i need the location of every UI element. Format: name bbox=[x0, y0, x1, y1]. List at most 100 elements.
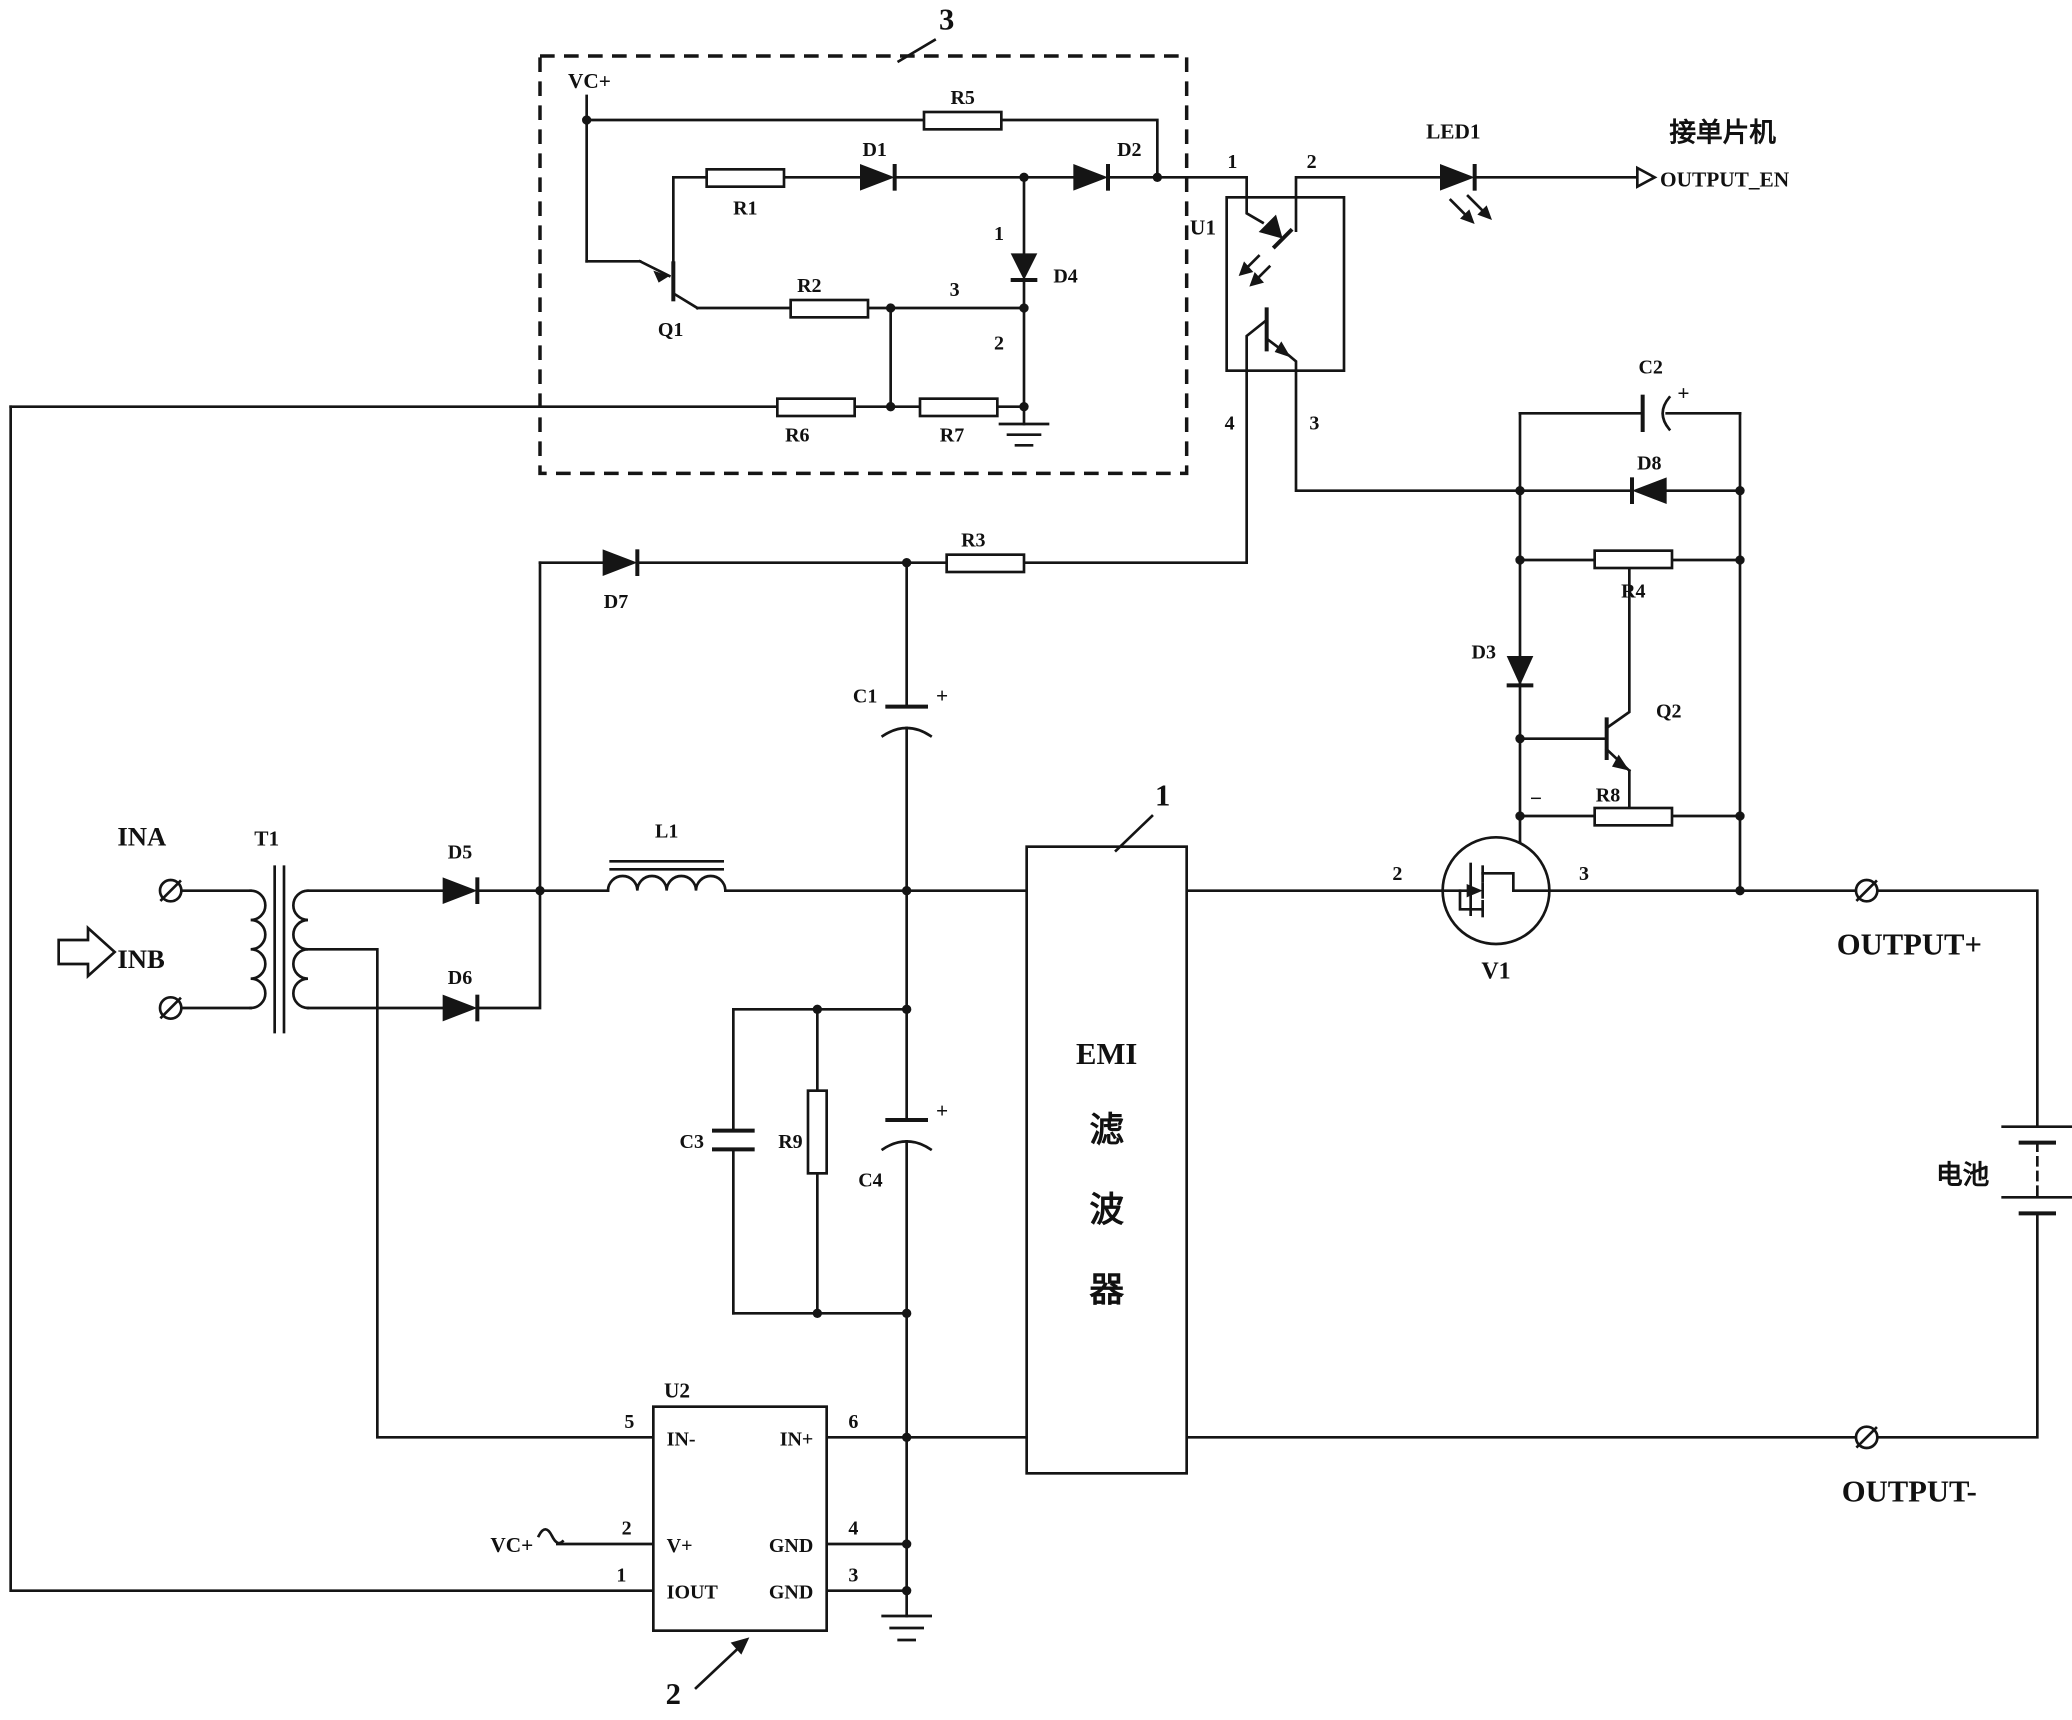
output-en-label: OUTPUT_EN bbox=[1660, 168, 1790, 192]
svg-text:R6: R6 bbox=[785, 424, 809, 446]
terminal-inb bbox=[158, 996, 183, 1020]
optocoupler-u1: U1 1 2 4 3 bbox=[1190, 151, 1346, 434]
terminal-output-neg bbox=[1854, 1425, 1879, 1450]
battery: 电池 bbox=[1936, 1125, 2072, 1216]
u1-pin3-label: 3 bbox=[1309, 412, 1319, 434]
u2-pin3: 3 bbox=[848, 1564, 858, 1586]
inb-label: INB bbox=[117, 944, 165, 974]
block3-callout-line bbox=[896, 38, 937, 64]
led1: LED1 bbox=[1426, 120, 1492, 224]
svg-text:R3: R3 bbox=[961, 530, 985, 552]
svg-text:R1: R1 bbox=[733, 198, 757, 220]
svg-text:R2: R2 bbox=[797, 275, 821, 297]
svg-text:GND: GND bbox=[769, 1582, 813, 1604]
svg-text:C4: C4 bbox=[858, 1170, 882, 1192]
svg-text:D7: D7 bbox=[604, 591, 628, 613]
led1-ref: LED1 bbox=[1426, 120, 1481, 144]
svg-text:3: 3 bbox=[950, 279, 960, 301]
capacitor-c4: C4 + bbox=[858, 1098, 948, 1191]
svg-text:D1: D1 bbox=[862, 139, 886, 161]
svg-text:+: + bbox=[1677, 381, 1689, 405]
svg-text:D5: D5 bbox=[448, 842, 472, 864]
svg-text:Q2: Q2 bbox=[1656, 700, 1682, 722]
svg-text:滤: 滤 bbox=[1089, 1111, 1124, 1149]
output-neg-label: OUTPUT- bbox=[1842, 1474, 1977, 1508]
transistor-q1: Q1 bbox=[653, 261, 683, 341]
resistor-r5: R5 bbox=[922, 87, 1003, 131]
svg-text:IOUT: IOUT bbox=[667, 1582, 719, 1604]
diode-d3: D3 bbox=[1472, 642, 1534, 688]
resistor-r6: R6 bbox=[776, 397, 856, 446]
u2-vcc-label: VC+ bbox=[490, 1533, 533, 1557]
regulator-block-outline bbox=[538, 54, 1189, 476]
u2-ref: U2 bbox=[664, 1378, 690, 1402]
v1-pin2-label: 2 bbox=[1392, 863, 1402, 885]
emi-callout-line bbox=[1114, 814, 1154, 853]
svg-text:波: 波 bbox=[1089, 1191, 1124, 1229]
u1-internal-led bbox=[1238, 196, 1298, 287]
v1-pin3-label: 3 bbox=[1579, 863, 1589, 885]
u2-pin1: 1 bbox=[616, 1564, 626, 1586]
terminal-output-pos bbox=[1854, 878, 1879, 903]
u2-pin5: 5 bbox=[624, 1411, 634, 1433]
u2-pin2: 2 bbox=[622, 1518, 632, 1540]
svg-text:D3: D3 bbox=[1472, 642, 1496, 664]
svg-text:R8: R8 bbox=[1596, 784, 1620, 806]
svg-text:D6: D6 bbox=[448, 967, 472, 989]
thyristor-d4: D4 1 2 3 bbox=[950, 223, 1078, 354]
svg-text:D4: D4 bbox=[1053, 266, 1077, 288]
resistor-r1: R1 bbox=[705, 168, 786, 220]
capacitor-c3: C3 bbox=[680, 1128, 755, 1153]
wires bbox=[9, 94, 2039, 1618]
u1-pin1-label: 1 bbox=[1227, 151, 1237, 173]
resistor-r8: R8 − bbox=[1530, 784, 1674, 827]
svg-text:L1: L1 bbox=[655, 820, 678, 842]
transformer-t1: T1 bbox=[249, 826, 310, 1034]
u1-pin2-label: 2 bbox=[1307, 151, 1317, 173]
mosfet-v1: 2 3 V1 bbox=[1392, 836, 1589, 985]
svg-text:R4: R4 bbox=[1621, 580, 1645, 602]
block3-callout-label: 3 bbox=[939, 2, 954, 36]
diode-d5: D5 bbox=[442, 842, 480, 904]
svg-text:R5: R5 bbox=[950, 87, 974, 109]
resistor-r3: R3 bbox=[945, 530, 1026, 574]
mcu-note: 接单片机 bbox=[1669, 117, 1776, 147]
ic-u2: U2 IN- IN+ V+ GND IOUT GND 5 6 2 4 1 3 bbox=[616, 1378, 858, 1632]
u2-callout: 2 bbox=[666, 1637, 750, 1711]
transistor-q2: Q2 bbox=[1604, 700, 1682, 773]
diode-d7: D7 bbox=[602, 549, 640, 613]
diode-d1: D1 bbox=[860, 139, 897, 191]
resistor-r2: R2 bbox=[789, 275, 870, 319]
svg-text:Q1: Q1 bbox=[658, 319, 684, 341]
svg-text:C2: C2 bbox=[1638, 356, 1662, 378]
svg-text:2: 2 bbox=[666, 1677, 681, 1711]
svg-text:C3: C3 bbox=[680, 1131, 704, 1153]
inductor-l1: L1 bbox=[606, 820, 727, 893]
svg-text:D2: D2 bbox=[1117, 139, 1141, 161]
svg-text:1: 1 bbox=[994, 223, 1004, 245]
svg-text:R9: R9 bbox=[778, 1131, 802, 1153]
output-pos-label: OUTPUT+ bbox=[1837, 928, 1982, 962]
svg-text:+: + bbox=[936, 1098, 948, 1122]
svg-text:GND: GND bbox=[769, 1535, 813, 1557]
svg-text:IN+: IN+ bbox=[780, 1428, 814, 1450]
u1-pin4-label: 4 bbox=[1225, 412, 1235, 434]
resistor-r9: R9 bbox=[778, 1089, 828, 1175]
svg-text:2: 2 bbox=[994, 332, 1004, 354]
resistor-r4: R4 bbox=[1593, 549, 1674, 602]
input-arrow-icon bbox=[57, 925, 117, 979]
svg-text:EMI: EMI bbox=[1076, 1037, 1137, 1071]
diode-d2: D2 bbox=[1073, 139, 1142, 191]
svg-text:器: 器 bbox=[1089, 1271, 1124, 1309]
svg-text:IN-: IN- bbox=[667, 1428, 696, 1450]
u1-ref: U1 bbox=[1190, 216, 1216, 240]
battery-label: 电池 bbox=[1936, 1160, 1990, 1190]
junction-dots bbox=[535, 115, 1745, 1596]
u2-pin6: 6 bbox=[848, 1411, 858, 1433]
v1-ref: V1 bbox=[1481, 959, 1510, 985]
capacitor-c2: C2 + bbox=[1638, 356, 1689, 432]
minus-sign: − bbox=[1530, 786, 1542, 810]
ground-symbol-u2 bbox=[881, 1614, 932, 1642]
